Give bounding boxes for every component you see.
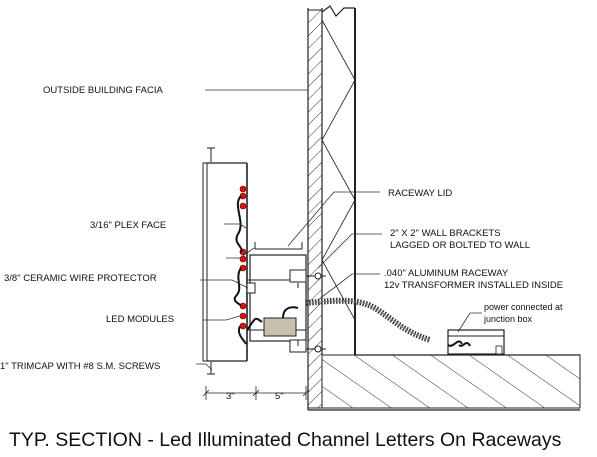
label-wall-brackets-line1: 2" X 2" WALL BRACKETS <box>390 228 501 239</box>
led-wiring <box>233 195 247 345</box>
label-power-line2: junction box <box>483 314 533 324</box>
dimension-letter-depth: 3" <box>226 391 235 402</box>
label-aluminum-raceway-line2: 12v TRANSFORMER INSTALLED INSIDE <box>384 280 563 291</box>
channel-letter <box>202 147 248 375</box>
label-outside-building-facia: OUTSIDE BUILDING FACIA <box>43 85 163 96</box>
label-trimcap: 1" TRIMCAP WITH #8 S.M. SCREWS <box>0 361 160 372</box>
raceway <box>246 242 307 342</box>
leader-lines <box>196 89 482 371</box>
dimension-raceway-depth: 5" <box>275 391 284 402</box>
label-aluminum-raceway-line1: .040" ALUMINUM RACEWAY <box>384 268 509 279</box>
diagram-title: TYP. SECTION - Led Illuminated Channel L… <box>9 429 562 451</box>
label-power-line1: power connected at <box>484 302 563 312</box>
building-wall <box>307 5 581 411</box>
junction-box <box>447 329 505 355</box>
dimension-lines <box>202 386 310 400</box>
label-led-modules: LED MODULES <box>106 314 174 325</box>
label-raceway-lid: RACEWAY LID <box>388 188 452 199</box>
label-ceramic-wire-protector: 3/8" CERAMIC WIRE PROTECTOR <box>4 273 157 284</box>
label-plex-face: 3/16" PLEX FACE <box>90 220 166 231</box>
label-wall-brackets-line2: LAGGED OR BOLTED TO WALL <box>390 240 530 251</box>
flex-conduit <box>305 297 431 343</box>
wall-brackets <box>289 269 326 353</box>
